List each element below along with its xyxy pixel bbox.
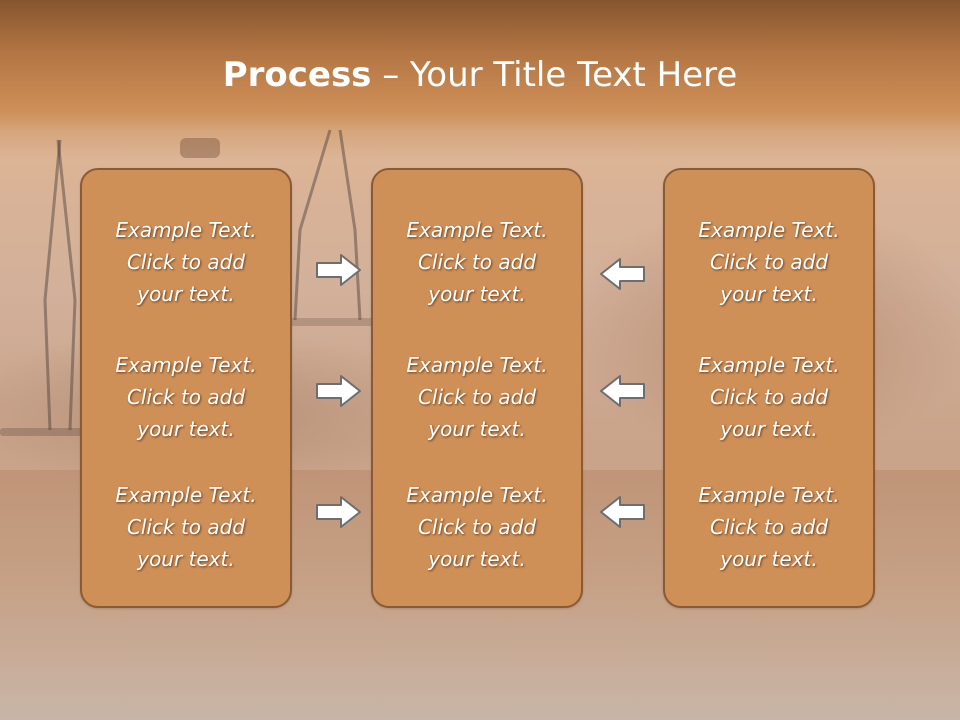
text-line: your text. [720,547,818,571]
process-box-middle[interactable]: Example Text. Click to add your text. Ex… [371,168,583,608]
slide-title[interactable]: Process – Your Title Text Here [0,52,960,98]
text-placeholder[interactable]: Example Text. Click to add your text. [373,479,581,575]
text-line: Click to add [126,385,246,409]
left-arrow-icon[interactable] [598,494,646,530]
text-placeholder[interactable]: Example Text. Click to add your text. [665,479,873,575]
text-line: Example Text. [698,218,840,242]
title-bold: Process [222,55,372,95]
text-line: your text. [428,282,526,306]
text-line: Click to add [417,250,537,274]
text-line: Example Text. [115,218,257,242]
right-arrow-icon[interactable] [315,252,363,288]
text-line: Click to add [709,515,829,539]
text-placeholder[interactable]: Example Text. Click to add your text. [373,349,581,445]
text-line: Click to add [126,250,246,274]
text-placeholder[interactable]: Example Text. Click to add your text. [82,479,290,575]
text-line: Click to add [417,515,537,539]
text-line: your text. [428,417,526,441]
text-line: Example Text. [698,483,840,507]
process-box-right[interactable]: Example Text. Click to add your text. Ex… [663,168,875,608]
header-band [0,0,960,130]
text-placeholder[interactable]: Example Text. Click to add your text. [373,214,581,310]
text-line: Example Text. [406,353,548,377]
right-arrow-icon[interactable] [315,373,363,409]
text-placeholder[interactable]: Example Text. Click to add your text. [665,349,873,445]
process-box-left[interactable]: Example Text. Click to add your text. Ex… [80,168,292,608]
left-arrow-icon[interactable] [598,373,646,409]
text-line: Click to add [417,385,537,409]
text-line: your text. [137,282,235,306]
text-line: Example Text. [115,483,257,507]
text-line: Example Text. [115,353,257,377]
text-line: Example Text. [406,218,548,242]
text-line: your text. [137,547,235,571]
text-line: your text. [720,282,818,306]
text-placeholder[interactable]: Example Text. Click to add your text. [82,214,290,310]
text-line: Click to add [709,250,829,274]
text-line: your text. [720,417,818,441]
text-line: Example Text. [698,353,840,377]
text-placeholder[interactable]: Example Text. Click to add your text. [82,349,290,445]
title-rest: – Your Title Text Here [371,55,738,95]
text-line: Click to add [126,515,246,539]
left-arrow-icon[interactable] [598,256,646,292]
text-line: Example Text. [406,483,548,507]
right-arrow-icon[interactable] [315,494,363,530]
text-line: Click to add [709,385,829,409]
text-line: your text. [428,547,526,571]
text-line: your text. [137,417,235,441]
text-placeholder[interactable]: Example Text. Click to add your text. [665,214,873,310]
